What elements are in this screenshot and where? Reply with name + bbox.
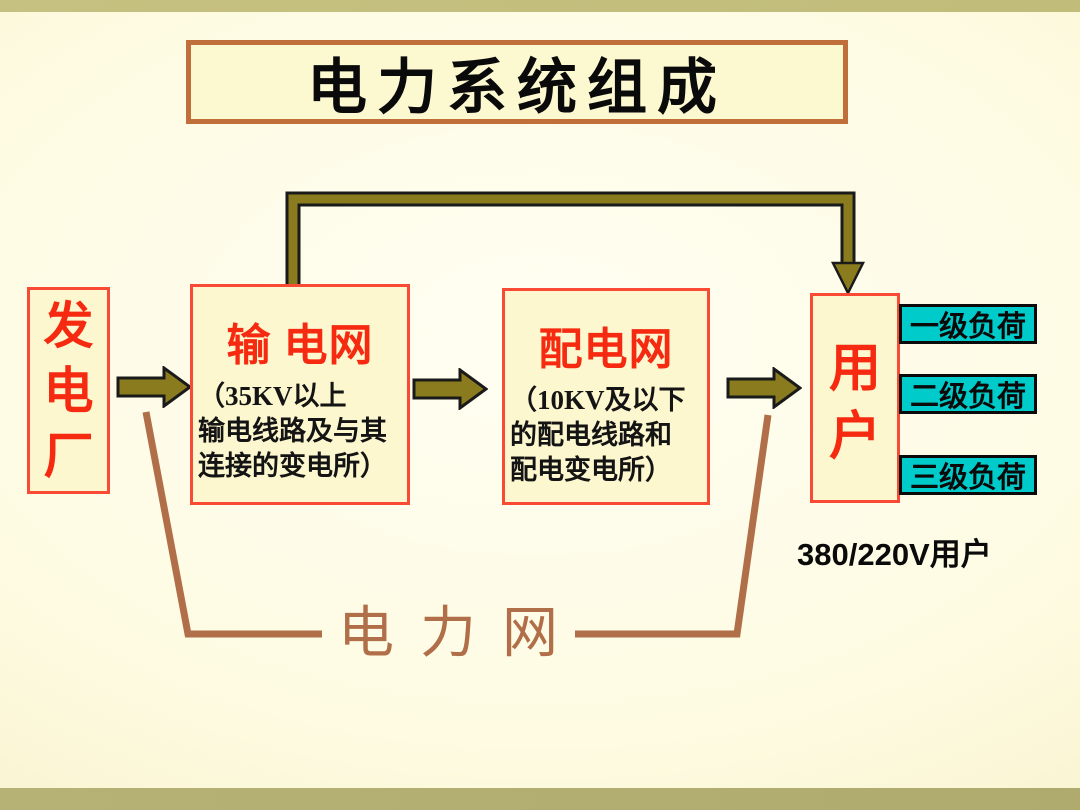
power-plant-label: 发电厂 xyxy=(43,298,94,484)
bottom-edge-band xyxy=(0,788,1080,810)
distribution-title: 配电网 xyxy=(538,325,674,374)
load-level-1-label: 一级负荷 xyxy=(909,311,1026,343)
power-grid-bracket-lines-icon xyxy=(142,411,772,638)
slide-title: 电力系统组成 xyxy=(307,54,727,121)
distribution-description: （10KV及以下 的配电线路和 配电变电所） xyxy=(510,385,686,486)
flow-arrow-distribution-to-users-icon xyxy=(726,367,802,409)
users-label: 用户 xyxy=(828,341,881,466)
load-level-3-box: 三级负荷 xyxy=(899,455,1037,495)
load-level-1-box: 一级负荷 xyxy=(899,304,1037,344)
feedback-elbow-arrow-icon xyxy=(285,191,866,296)
node-users: 用户 xyxy=(810,293,900,503)
flow-arrow-plant-to-transmission-icon xyxy=(116,366,192,408)
node-power-plant: 发电厂 xyxy=(27,287,110,494)
load-level-3-label: 三级负荷 xyxy=(909,462,1026,494)
top-edge-band xyxy=(0,0,1080,12)
node-distribution-network: 配电网 （10KV及以下 的配电线路和 配电变电所） xyxy=(502,288,710,505)
title-box: 电力系统组成 xyxy=(186,40,848,124)
flow-arrow-transmission-to-distribution-icon xyxy=(412,368,488,410)
load-level-2-box: 二级负荷 xyxy=(899,374,1037,414)
transmission-description: （35KV以上 输电线路及与其 连接的变电所） xyxy=(198,381,387,482)
transmission-title: 输 电网 xyxy=(226,321,374,370)
voltage-note: 380/220V用户 xyxy=(797,537,992,572)
node-transmission-network: 输 电网 （35KV以上 输电线路及与其 连接的变电所） xyxy=(190,284,410,505)
load-level-2-label: 二级负荷 xyxy=(909,381,1026,413)
power-grid-label: 电 力 网 xyxy=(338,603,564,665)
